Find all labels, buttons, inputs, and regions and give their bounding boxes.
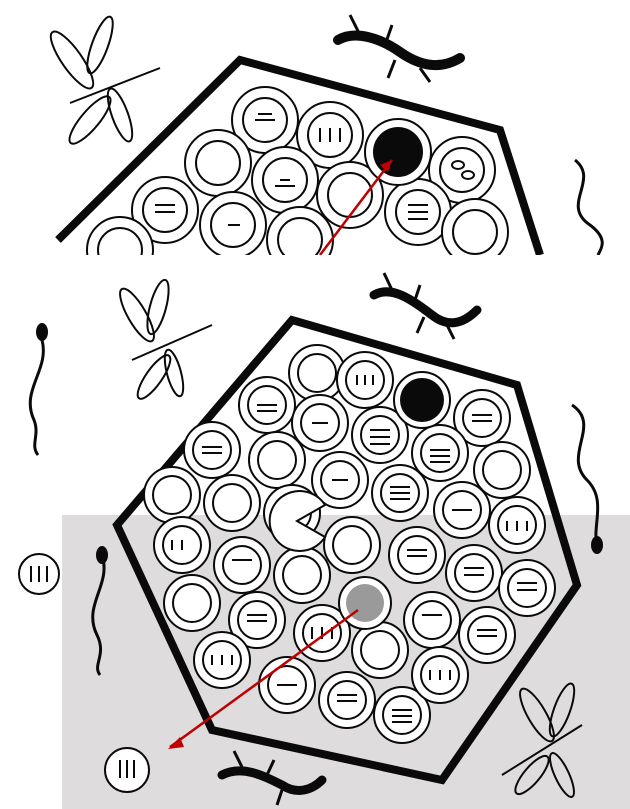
board-tile[interactable] [249, 432, 305, 488]
board-tile[interactable] [200, 192, 266, 255]
board-tile[interactable] [289, 345, 345, 401]
board-tile[interactable] [446, 545, 502, 601]
board-tile[interactable] [214, 537, 270, 593]
tadpole-icon [575, 160, 602, 255]
lizard-icon [222, 751, 322, 805]
bottom-board-svg [62, 255, 630, 809]
tadpole-icon [572, 405, 603, 554]
board-tile[interactable] [442, 199, 508, 255]
board-tile[interactable] [499, 560, 555, 616]
removed-tile-icon [15, 548, 63, 600]
removed-tile-icon [105, 748, 149, 792]
dragonfly-icon [502, 681, 582, 800]
board-tile[interactable] [404, 592, 460, 648]
board-tile[interactable] [324, 517, 380, 573]
tadpole-icon [10, 320, 62, 460]
board-tile[interactable] [184, 422, 240, 478]
empty-grey-slot[interactable] [339, 577, 391, 629]
tadpole-icon [93, 546, 108, 675]
black-stone[interactable] [394, 372, 450, 428]
top-board-svg [0, 0, 630, 255]
board-tile[interactable] [274, 547, 330, 603]
board-tile[interactable] [352, 622, 408, 678]
black-stone[interactable] [365, 119, 431, 185]
board-tile[interactable] [185, 130, 251, 196]
lizard-icon [374, 273, 477, 339]
board-tile[interactable] [144, 467, 200, 523]
dragonfly-icon [44, 14, 160, 149]
bottom-board-view [62, 255, 630, 809]
dragonfly-icon [114, 278, 212, 403]
board-tile[interactable] [204, 475, 260, 531]
board-tile[interactable] [164, 575, 220, 631]
top-board-view [0, 0, 630, 255]
lizard-icon [338, 15, 460, 82]
